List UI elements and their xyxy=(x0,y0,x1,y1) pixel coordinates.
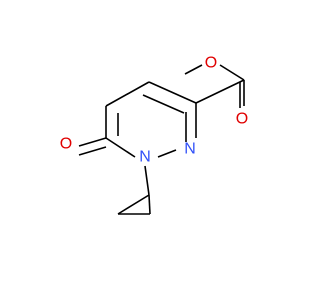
bond-carbonyl-c-ring xyxy=(195,79,245,104)
atom-label-ester-o: O xyxy=(205,55,217,72)
atom-label-n1: N xyxy=(139,149,151,166)
bond-n1-n2 xyxy=(157,149,177,158)
bond-ring-carbonyl-1 xyxy=(78,137,107,147)
atom-label-ring-o: O xyxy=(60,136,72,153)
bond-ester-o-carbonyl-c xyxy=(219,64,245,81)
atom-label-carbonyl-o: O xyxy=(236,111,248,128)
bond-ring-carbonyl-2 xyxy=(78,146,107,156)
molecule-structure-diagram: O O N N O xyxy=(60,55,248,215)
bond-n1-cyclopropyl xyxy=(144,165,150,196)
bond-ring-c3-c4 xyxy=(148,81,197,104)
bond-ring-c6-n1 xyxy=(105,137,136,158)
bond-ring-c4-c5-double xyxy=(142,94,185,114)
bond-methyl-ester-o xyxy=(184,64,203,75)
bond-cyclopropyl-right xyxy=(148,194,151,215)
bond-cyclopropyl-left xyxy=(117,194,150,215)
bond-ring-c4-c5 xyxy=(105,81,150,107)
atom-label-n2: N xyxy=(184,141,196,158)
